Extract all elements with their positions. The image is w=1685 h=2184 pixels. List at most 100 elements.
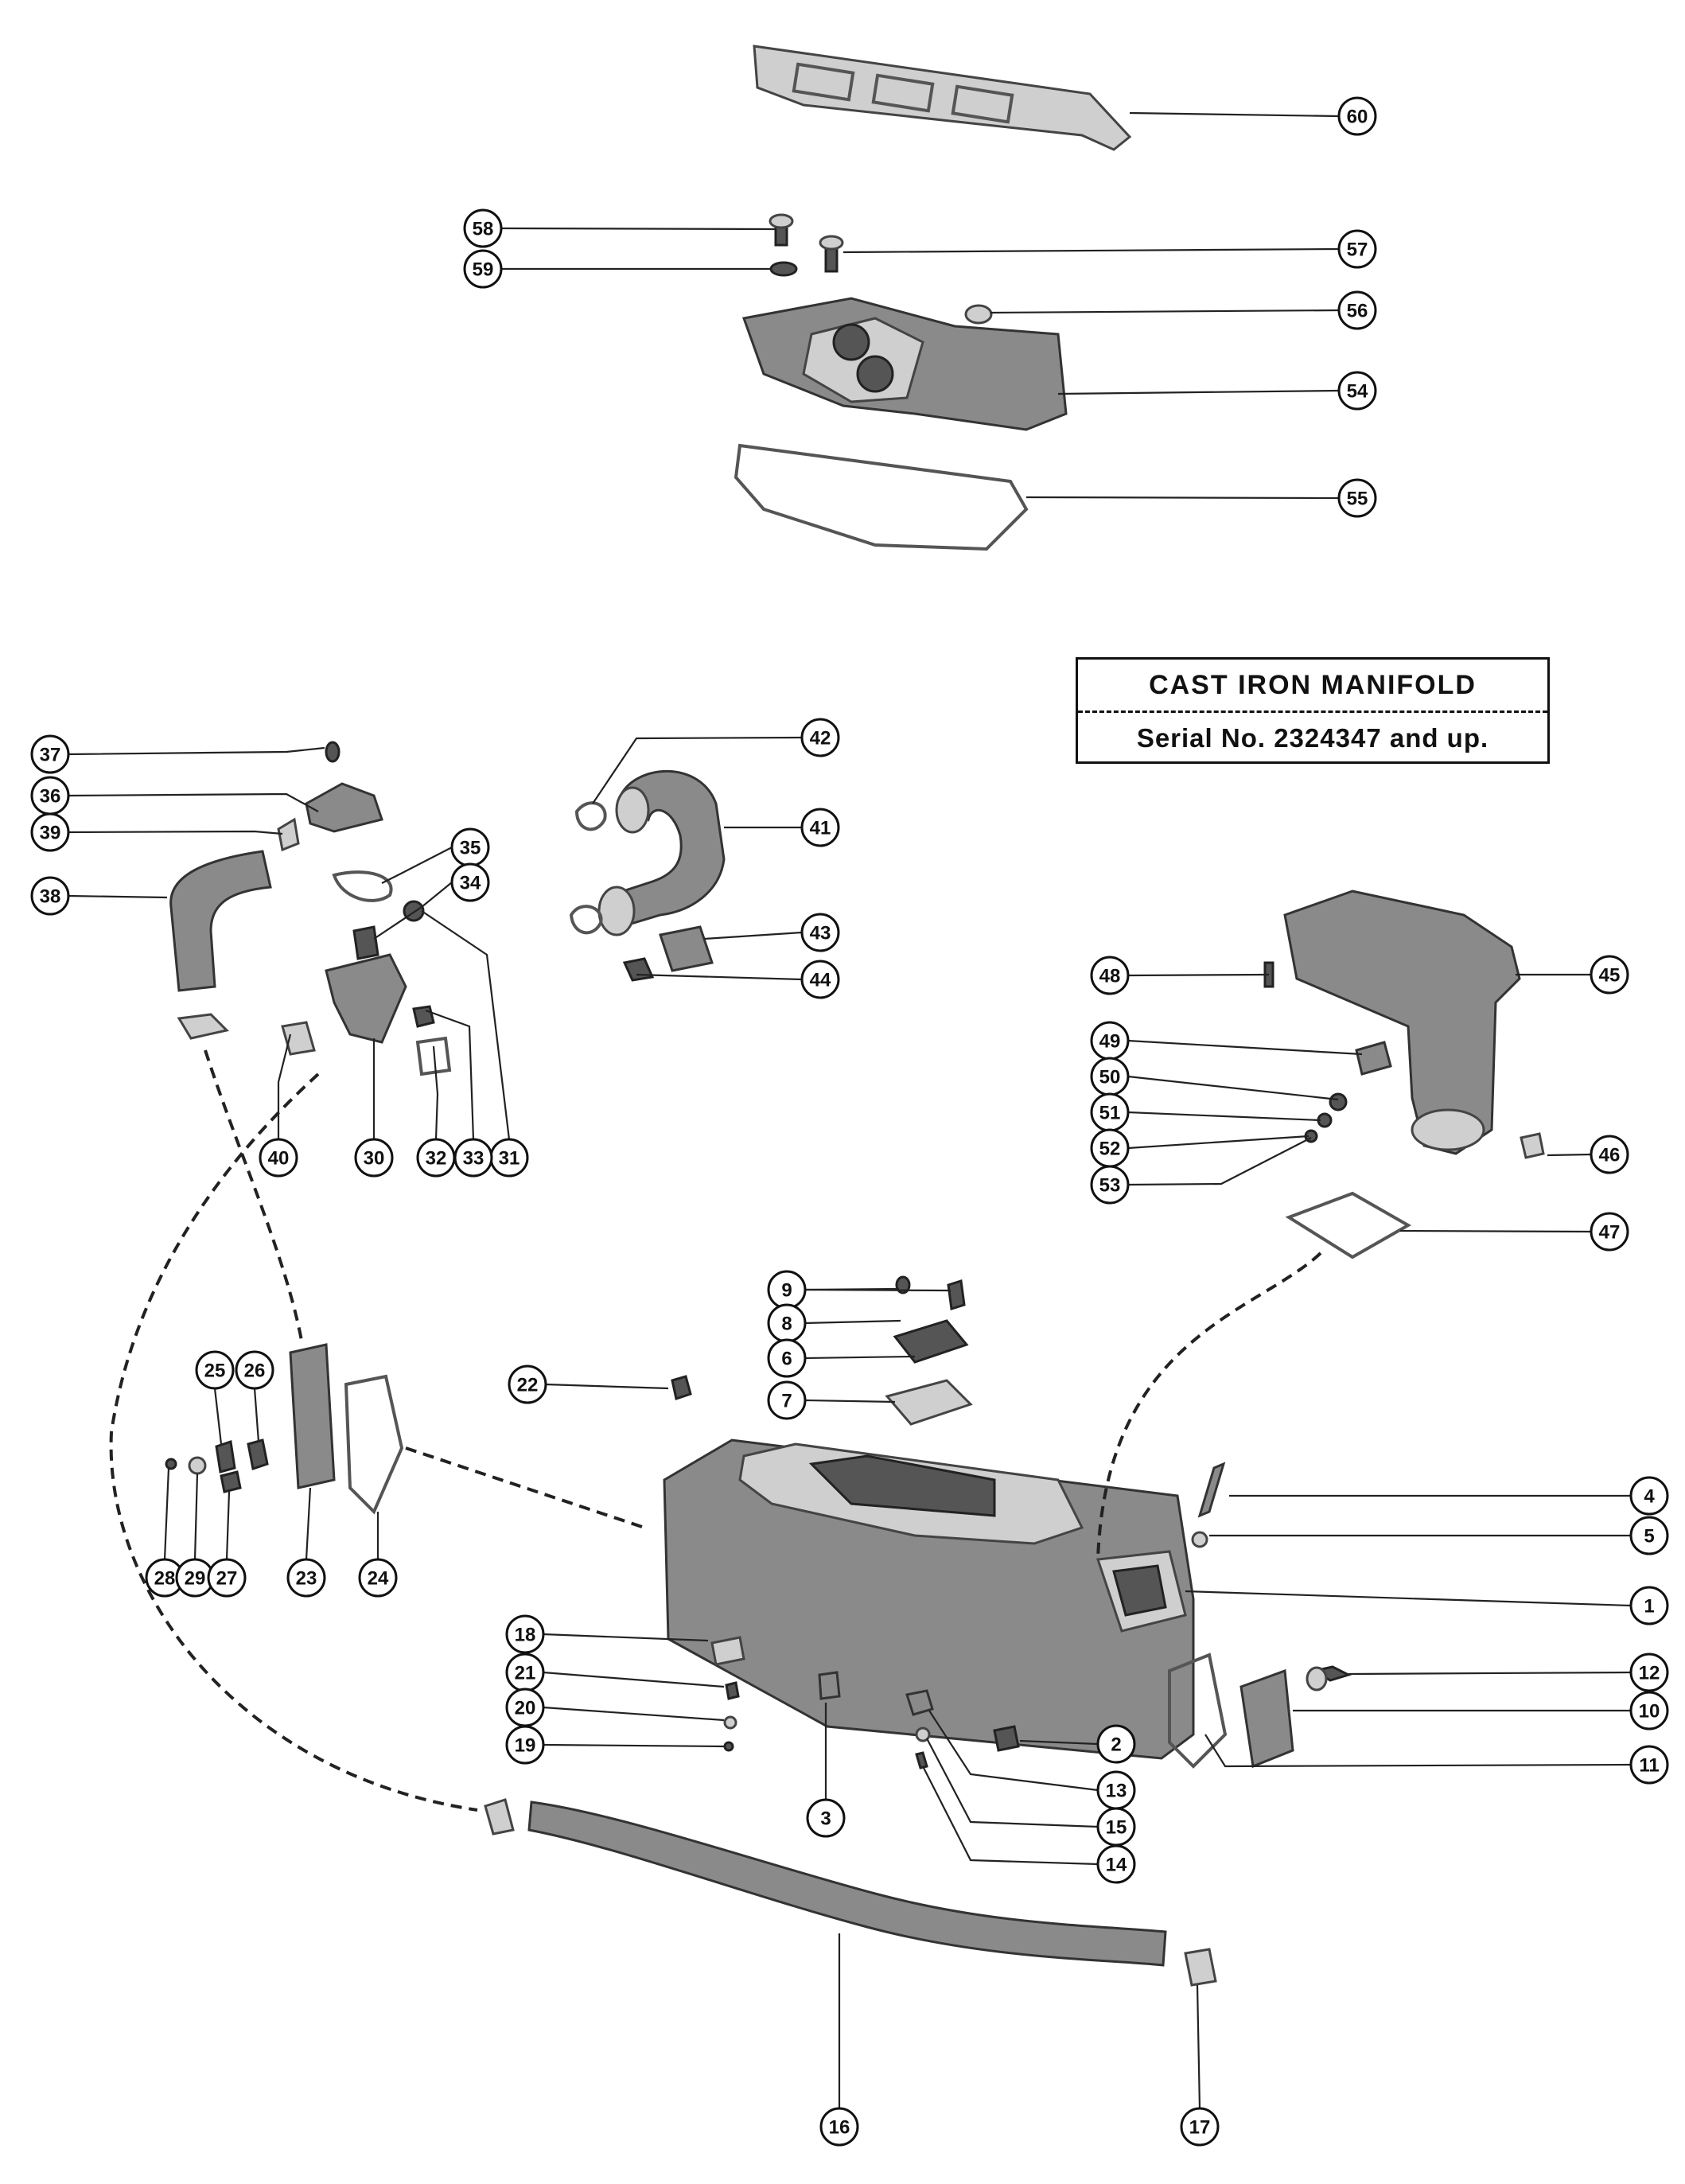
callout-17: 17 bbox=[1180, 2107, 1220, 2147]
callout-7: 7 bbox=[767, 1380, 807, 1420]
callout-41: 41 bbox=[800, 808, 840, 847]
callout-26: 26 bbox=[235, 1350, 274, 1390]
callout-37: 37 bbox=[30, 734, 70, 774]
svg-text:52: 52 bbox=[1099, 1139, 1121, 1160]
callout-6: 6 bbox=[767, 1338, 807, 1378]
hose-elbow-41-drawing bbox=[569, 769, 726, 982]
svg-text:49: 49 bbox=[1099, 1031, 1121, 1053]
callout-2: 2 bbox=[1096, 1724, 1136, 1764]
svg-text:25: 25 bbox=[204, 1361, 226, 1382]
svg-text:50: 50 bbox=[1099, 1067, 1121, 1088]
callout-43: 43 bbox=[800, 913, 840, 952]
callout-55: 55 bbox=[1337, 478, 1377, 518]
svg-text:43: 43 bbox=[810, 923, 831, 944]
callout-60: 60 bbox=[1337, 96, 1377, 136]
callout-18: 18 bbox=[505, 1614, 545, 1654]
svg-text:9: 9 bbox=[781, 1280, 792, 1302]
svg-text:44: 44 bbox=[810, 970, 831, 991]
callout-22: 22 bbox=[508, 1365, 547, 1404]
svg-text:54: 54 bbox=[1347, 381, 1368, 403]
svg-text:33: 33 bbox=[463, 1148, 484, 1170]
callout-12: 12 bbox=[1629, 1653, 1669, 1692]
svg-text:16: 16 bbox=[829, 2117, 850, 2139]
callout-25: 25 bbox=[195, 1350, 235, 1390]
callout-30: 30 bbox=[354, 1138, 394, 1178]
title-line-serial: Serial No. 2324347 and up. bbox=[1136, 723, 1489, 753]
callout-33: 33 bbox=[453, 1138, 493, 1178]
manifold-cover-54-drawing bbox=[741, 297, 1068, 431]
svg-text:46: 46 bbox=[1599, 1145, 1621, 1166]
callout-19: 19 bbox=[505, 1725, 545, 1765]
svg-text:23: 23 bbox=[296, 1568, 317, 1590]
callout-8: 8 bbox=[767, 1303, 807, 1343]
callout-27: 27 bbox=[207, 1558, 247, 1598]
callout-labels: 60 58 59 57 56 54 55 37 36 39 38 35 34 3… bbox=[30, 96, 1669, 2147]
callout-59: 59 bbox=[463, 249, 503, 289]
svg-text:38: 38 bbox=[40, 886, 61, 908]
svg-text:3: 3 bbox=[820, 1808, 831, 1830]
callout-46: 46 bbox=[1590, 1135, 1629, 1174]
svg-text:15: 15 bbox=[1106, 1817, 1127, 1839]
callout-57: 57 bbox=[1337, 229, 1377, 269]
leader-lines bbox=[68, 111, 1632, 2109]
callout-53: 53 bbox=[1090, 1165, 1130, 1205]
svg-text:51: 51 bbox=[1099, 1103, 1121, 1124]
svg-text:12: 12 bbox=[1639, 1663, 1660, 1684]
svg-text:35: 35 bbox=[460, 838, 481, 859]
svg-text:58: 58 bbox=[473, 219, 494, 240]
svg-text:56: 56 bbox=[1347, 301, 1368, 322]
svg-text:17: 17 bbox=[1189, 2117, 1211, 2139]
callout-9: 9 bbox=[767, 1270, 807, 1310]
svg-text:29: 29 bbox=[185, 1568, 206, 1590]
callout-11: 11 bbox=[1629, 1745, 1669, 1785]
svg-text:55: 55 bbox=[1347, 489, 1368, 510]
svg-text:5: 5 bbox=[1644, 1526, 1654, 1547]
svg-text:26: 26 bbox=[244, 1361, 266, 1382]
callout-39: 39 bbox=[30, 812, 70, 852]
svg-text:60: 60 bbox=[1347, 107, 1368, 128]
callout-50: 50 bbox=[1090, 1057, 1130, 1096]
manifold-block-1-drawing bbox=[663, 1438, 1195, 1760]
svg-text:59: 59 bbox=[473, 259, 494, 281]
callout-5: 5 bbox=[1629, 1516, 1669, 1555]
svg-text:2: 2 bbox=[1111, 1734, 1121, 1756]
gasket-55-drawing bbox=[734, 443, 1029, 551]
callout-34: 34 bbox=[450, 862, 490, 902]
svg-text:20: 20 bbox=[515, 1698, 536, 1719]
plate-gasket-23-24-drawing bbox=[165, 1343, 404, 1515]
title-line-manifold: CAST IRON MANIFOLD bbox=[1078, 660, 1547, 713]
callout-49: 49 bbox=[1090, 1021, 1130, 1061]
svg-text:8: 8 bbox=[781, 1314, 792, 1335]
callout-48: 48 bbox=[1090, 956, 1130, 995]
callout-3: 3 bbox=[806, 1798, 846, 1838]
callout-35: 35 bbox=[450, 827, 490, 867]
svg-text:1: 1 bbox=[1644, 1596, 1654, 1618]
parts-illustrations bbox=[165, 45, 1545, 1987]
callout-42: 42 bbox=[800, 718, 840, 757]
callout-14: 14 bbox=[1096, 1844, 1136, 1884]
svg-text:28: 28 bbox=[154, 1568, 176, 1590]
svg-text:47: 47 bbox=[1599, 1222, 1621, 1244]
callout-16: 16 bbox=[819, 2107, 859, 2147]
svg-text:13: 13 bbox=[1106, 1781, 1127, 1802]
svg-text:40: 40 bbox=[268, 1148, 290, 1170]
callout-13: 13 bbox=[1096, 1770, 1136, 1810]
callout-56: 56 bbox=[1337, 290, 1377, 330]
svg-text:21: 21 bbox=[515, 1663, 536, 1684]
callout-54: 54 bbox=[1337, 371, 1377, 411]
callout-44: 44 bbox=[800, 960, 840, 999]
plate-10-11-12-drawing bbox=[1168, 1653, 1352, 1769]
small-fittings-drawing bbox=[710, 1636, 1020, 1769]
callout-32: 32 bbox=[416, 1138, 456, 1178]
svg-text:48: 48 bbox=[1099, 966, 1121, 987]
svg-text:57: 57 bbox=[1347, 239, 1368, 261]
svg-text:19: 19 bbox=[515, 1735, 536, 1757]
callout-38: 38 bbox=[30, 876, 70, 916]
screws-57-58-59-drawing bbox=[769, 213, 993, 325]
svg-text:22: 22 bbox=[517, 1375, 539, 1396]
callout-15: 15 bbox=[1096, 1807, 1136, 1847]
callout-51: 51 bbox=[1090, 1092, 1130, 1132]
callout-36: 36 bbox=[30, 776, 70, 816]
svg-text:39: 39 bbox=[40, 823, 61, 844]
